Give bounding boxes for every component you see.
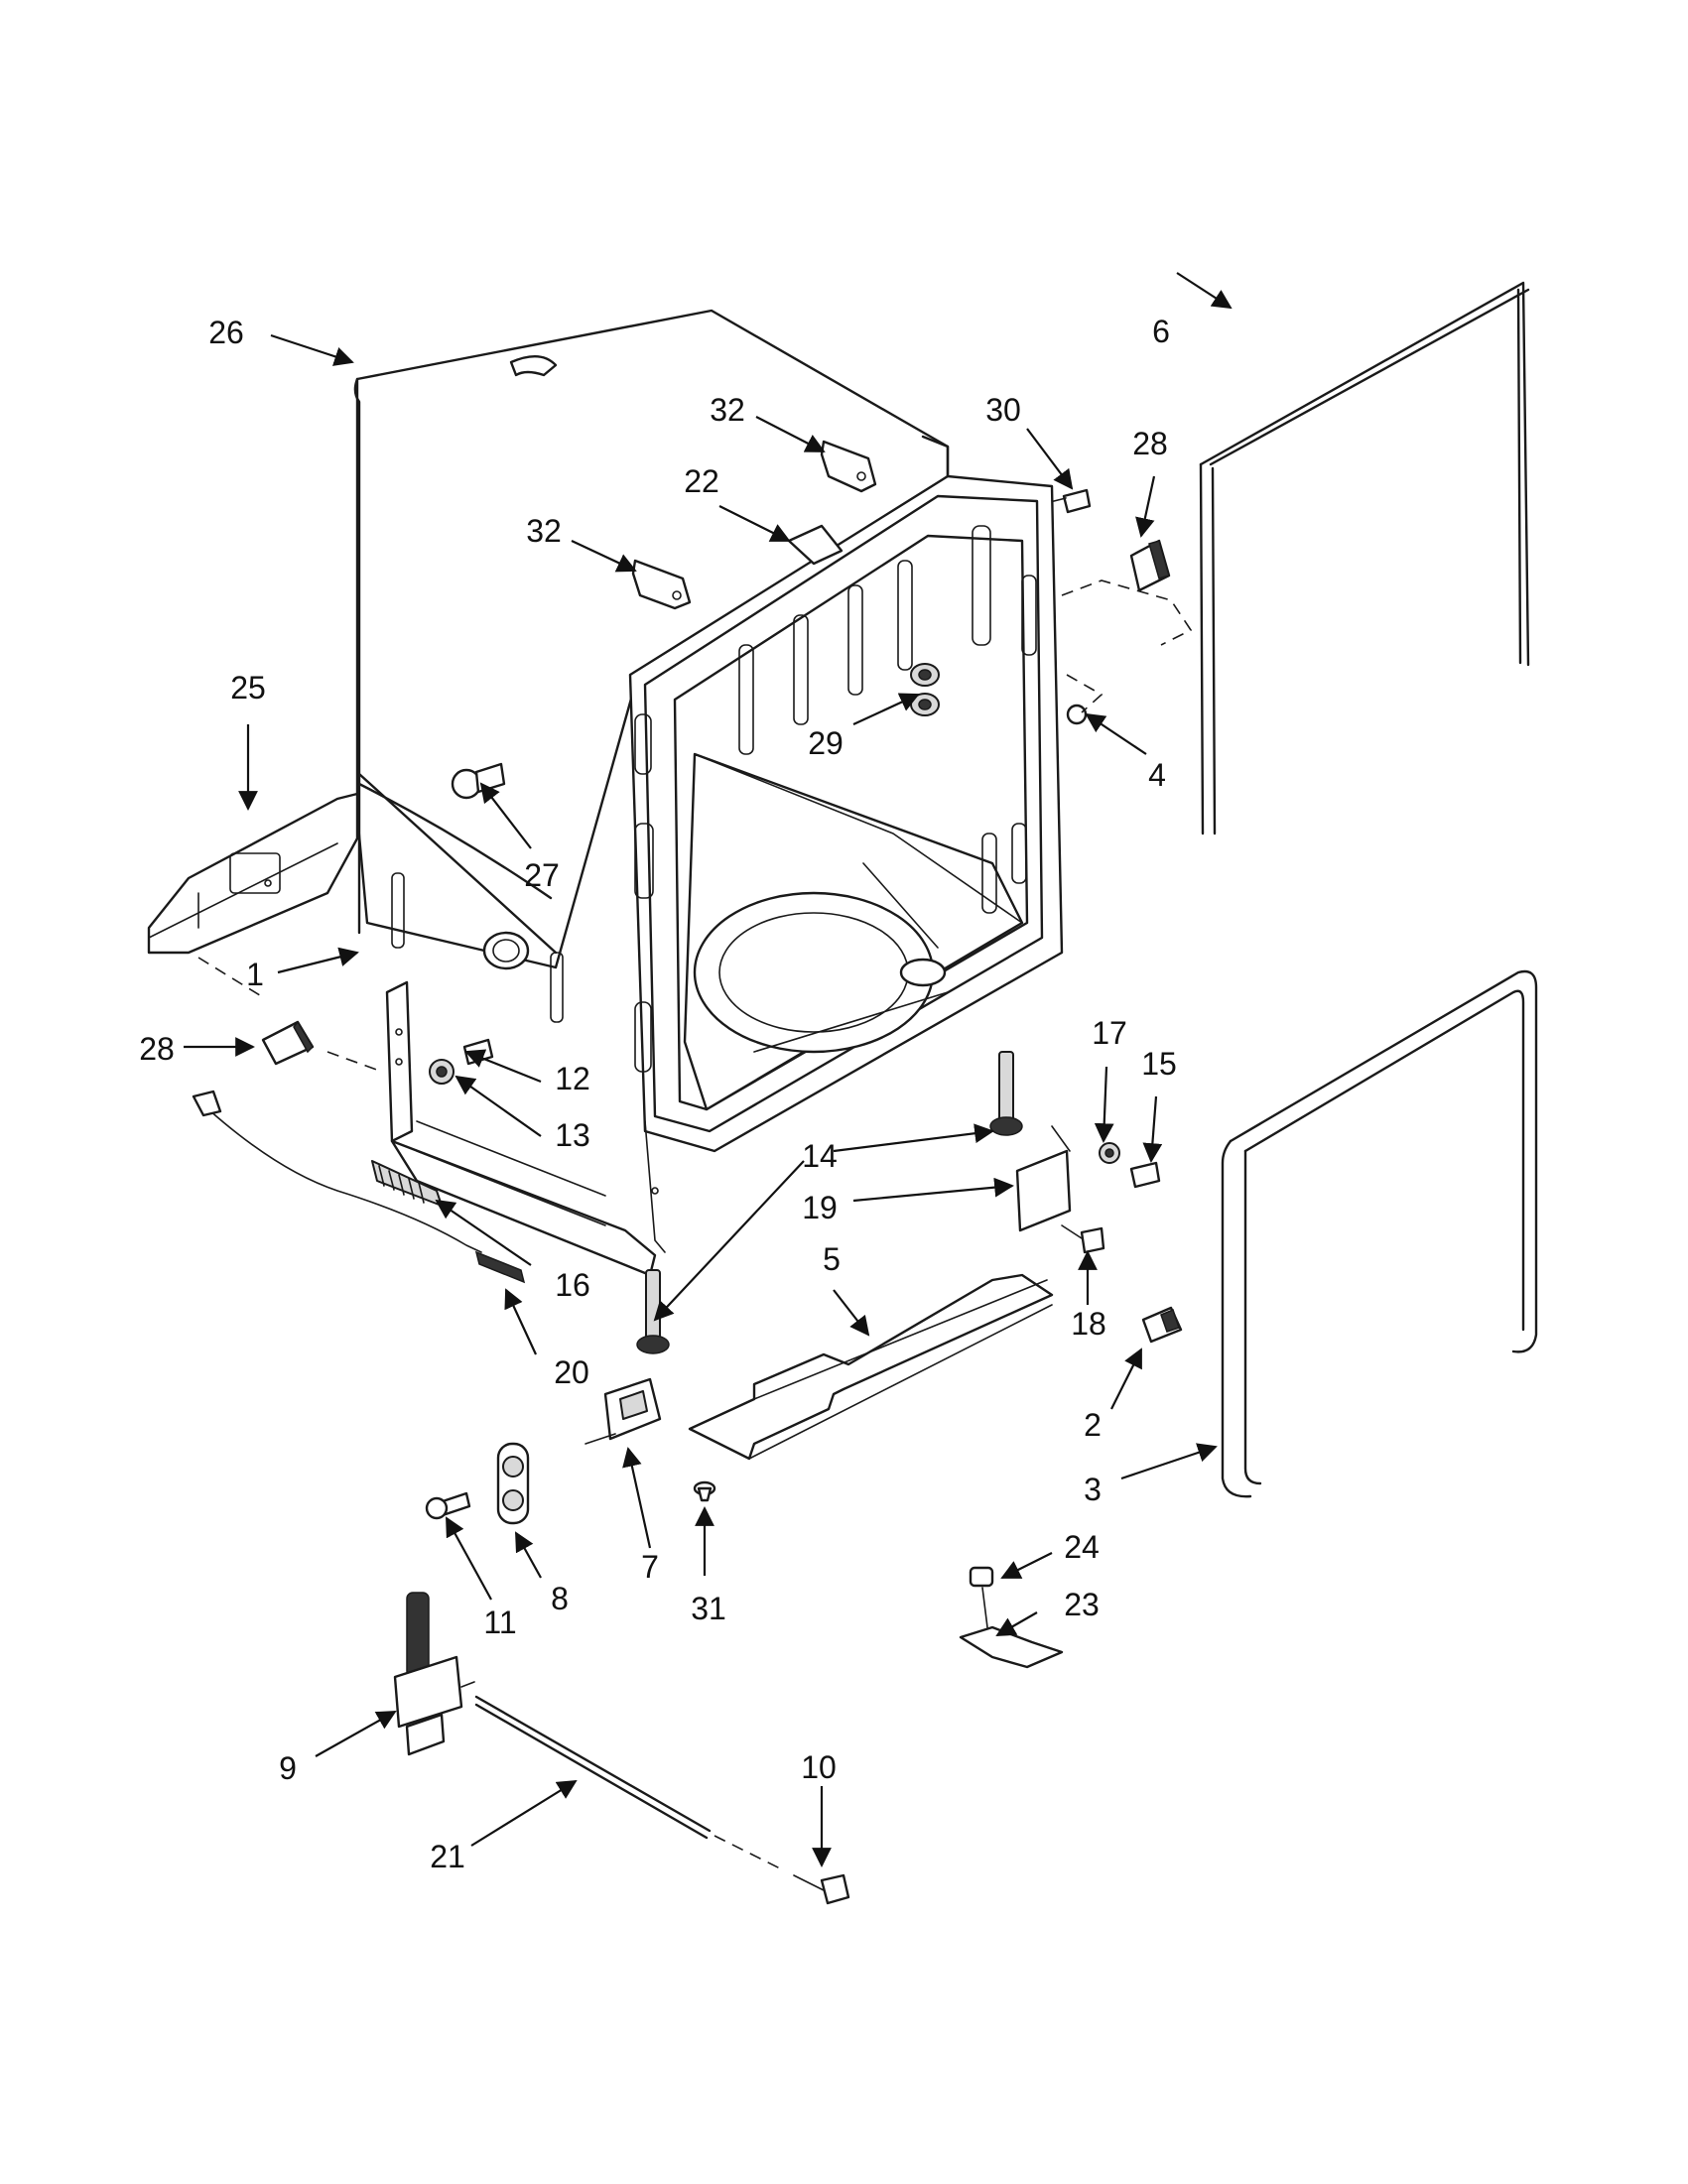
callout-4: 4 — [1148, 757, 1166, 793]
callout-29: 29 — [808, 725, 844, 761]
callout-25: 25 — [230, 670, 266, 706]
callout-14: 14 — [802, 1138, 838, 1174]
callout-32-top: 32 — [710, 392, 745, 428]
part-21-rod — [474, 1695, 785, 1871]
part-7-bracket — [584, 1377, 662, 1445]
part-6-gasket — [1199, 281, 1530, 835]
tub-frame — [628, 474, 1064, 1153]
part-11-screw — [425, 1491, 471, 1520]
part-8-bracket — [496, 1442, 530, 1525]
callout-30: 30 — [985, 392, 1021, 428]
callout-11: 11 — [483, 1605, 516, 1640]
part-18-screw — [1061, 1224, 1105, 1254]
part-14-leg-right — [989, 1051, 1023, 1136]
part-24-cap — [969, 1566, 994, 1588]
callout-1: 1 — [246, 957, 264, 992]
callout-23: 23 — [1064, 1587, 1100, 1622]
callout-31: 31 — [691, 1591, 726, 1626]
callout-10: 10 — [801, 1749, 837, 1785]
callout-13: 13 — [555, 1117, 590, 1153]
part-5-panel — [688, 1273, 1054, 1461]
part-25-bracket — [147, 792, 359, 955]
part-2-clip — [1141, 1306, 1183, 1344]
hinge-assembly — [385, 980, 666, 1277]
part-9-spring — [393, 1592, 475, 1756]
part-4-plug — [1066, 704, 1088, 725]
part-3-gasket — [1221, 969, 1538, 1498]
callout-15: 15 — [1141, 1046, 1177, 1082]
part-19-bracket — [1015, 1125, 1072, 1232]
callout-27: 27 — [524, 857, 560, 893]
callout-2: 2 — [1084, 1407, 1102, 1443]
part-23-bracket — [959, 1587, 1064, 1669]
callout-20: 20 — [554, 1354, 589, 1390]
callout-12: 12 — [555, 1061, 590, 1096]
part-28-lower-cap — [261, 1020, 315, 1066]
part-10-pin — [793, 1873, 850, 1905]
callout-3: 3 — [1084, 1472, 1102, 1507]
part-31-pin — [693, 1480, 716, 1502]
tub-shell — [353, 309, 950, 1023]
callout-22: 22 — [684, 463, 719, 499]
callout-19: 19 — [802, 1190, 838, 1225]
callout-8: 8 — [551, 1581, 569, 1616]
callout-32-mid: 32 — [526, 513, 562, 549]
part-14-leg-left — [636, 1269, 670, 1354]
part-22-clip — [787, 524, 844, 566]
callout-6: 6 — [1152, 314, 1170, 349]
part-28-upper-cap — [1129, 539, 1171, 592]
part-32-bracket-top — [820, 440, 877, 493]
callout-28-left: 28 — [139, 1031, 175, 1067]
part-15-screw — [1129, 1161, 1161, 1189]
callout-labels: 26 6 32 30 28 22 32 25 29 4 27 1 28 17 1… — [139, 314, 1177, 1874]
callout-24: 24 — [1064, 1529, 1100, 1565]
part-30-screw — [1053, 488, 1092, 514]
callout-28-top: 28 — [1132, 426, 1168, 461]
callout-5: 5 — [823, 1241, 841, 1277]
callout-7: 7 — [641, 1549, 659, 1585]
callout-16: 16 — [555, 1267, 590, 1303]
callout-18: 18 — [1071, 1306, 1106, 1342]
callout-21: 21 — [430, 1839, 465, 1874]
leader-lines — [184, 272, 1233, 1867]
callout-26: 26 — [208, 315, 244, 350]
part-17-washer — [1099, 1142, 1120, 1164]
callout-17: 17 — [1092, 1015, 1127, 1051]
callout-9: 9 — [279, 1750, 297, 1786]
part-32-bracket-mid — [631, 559, 692, 610]
part-20-cable — [192, 1090, 526, 1284]
